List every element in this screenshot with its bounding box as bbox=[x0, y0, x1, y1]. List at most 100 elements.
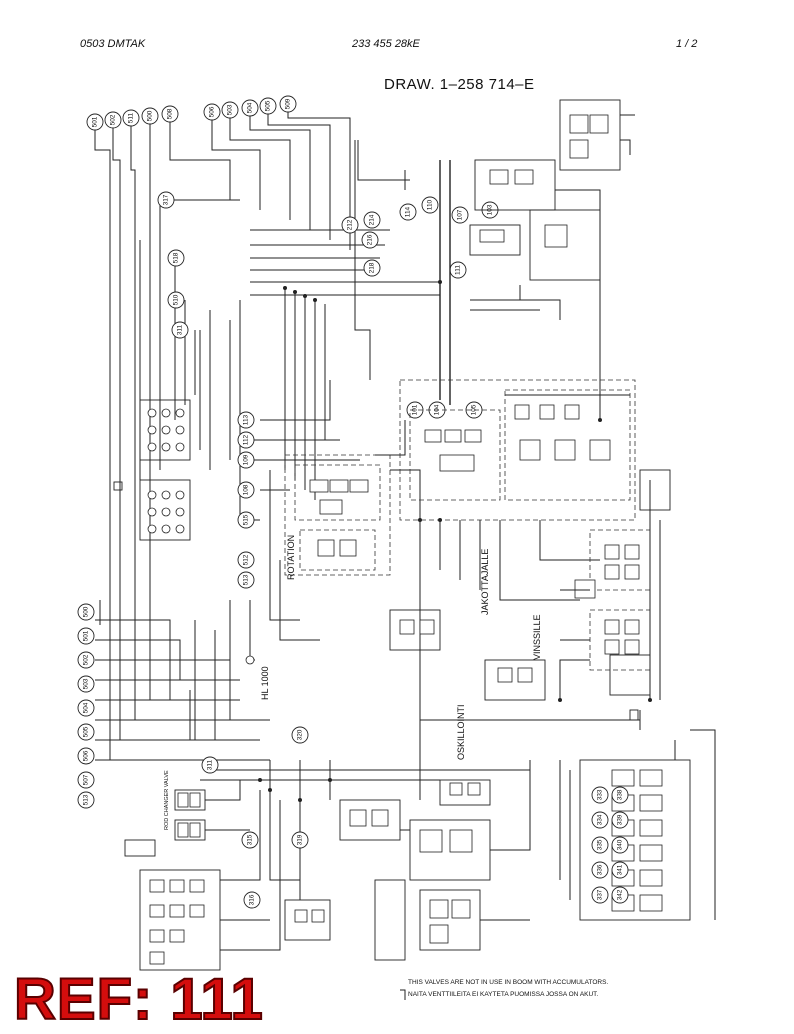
rotation-valve-group bbox=[284, 420, 421, 800]
callout-number: 510 bbox=[173, 294, 180, 305]
callout-number: 513 bbox=[83, 794, 90, 805]
callout-bubble: 504 bbox=[77, 699, 95, 717]
callout-bubble: 503 bbox=[221, 101, 239, 119]
callout-bubble: 212 bbox=[341, 216, 359, 234]
note-valves-en: THIS VALVES ARE NOT IN USE IN BOOM WITH … bbox=[408, 979, 608, 986]
callout-bubble: 501 bbox=[86, 113, 104, 131]
callout-number: 505 bbox=[83, 726, 90, 737]
right-upper-valve-block bbox=[439, 99, 635, 420]
lower-middle-group bbox=[200, 760, 531, 961]
callout-bubble: 508 bbox=[161, 105, 179, 123]
drawing-title: DRAW. 1–258 714–E bbox=[384, 76, 535, 93]
header-document-number: 233 455 28kE bbox=[352, 38, 420, 50]
callout-number: 341 bbox=[617, 864, 624, 875]
callout-bubble: 334 bbox=[591, 811, 609, 829]
callout-bubble: 510 bbox=[167, 291, 185, 309]
callout-number: 216 bbox=[367, 234, 374, 245]
callout-number: 337 bbox=[597, 889, 604, 900]
callout-number: 508 bbox=[167, 108, 174, 119]
lower-right-valve-stack bbox=[559, 729, 716, 921]
callout-bubble: 513 bbox=[237, 571, 255, 589]
hl1000-block bbox=[179, 600, 270, 741]
callout-number: 336 bbox=[597, 864, 604, 875]
callout-number: 509 bbox=[285, 98, 292, 109]
callout-bubble: 503 bbox=[77, 675, 95, 693]
callout-bubble: 501 bbox=[77, 627, 95, 645]
header-left: 0503 DMTAK bbox=[80, 38, 146, 50]
callout-bubble: 340 bbox=[611, 836, 629, 854]
callout-number: 502 bbox=[110, 114, 117, 125]
callout-number: 311 bbox=[207, 759, 214, 770]
callout-bubble: 108 bbox=[237, 481, 255, 499]
note-valves-fi: NAITA VENTTIILEITA EI KAYTETA PUOMISSA J… bbox=[408, 991, 598, 998]
callout-number: 339 bbox=[617, 814, 624, 825]
connector-lower bbox=[113, 479, 191, 541]
callout-bubble: 111 bbox=[449, 261, 467, 279]
callout-number: 317 bbox=[163, 194, 170, 205]
callout-bubble: 505 bbox=[77, 723, 95, 741]
callout-bubble: 214 bbox=[363, 211, 381, 229]
label-rotation: ROTATION bbox=[286, 535, 296, 580]
callout-bubble: 311 bbox=[201, 756, 219, 774]
callout-bubble: 114 bbox=[399, 203, 417, 221]
callout-bubble: 333 bbox=[591, 786, 609, 804]
label-hl1000: HL 1000 bbox=[260, 666, 270, 700]
callout-bubble: 518 bbox=[167, 249, 185, 267]
callout-number: 504 bbox=[247, 102, 254, 113]
callout-bubble: 502 bbox=[77, 651, 95, 669]
callout-bubble: 112 bbox=[237, 431, 255, 449]
callout-number: 518 bbox=[173, 252, 180, 263]
left-line-bundle bbox=[95, 199, 270, 761]
callout-number: 500 bbox=[147, 110, 154, 121]
callout-bubble: 320 bbox=[291, 726, 309, 744]
callout-number: 340 bbox=[617, 839, 624, 850]
callout-number: 110 bbox=[427, 199, 434, 210]
callout-number: 503 bbox=[227, 104, 234, 115]
callout-bubble: 110 bbox=[421, 196, 439, 214]
callout-bubble: 342 bbox=[611, 886, 629, 904]
callout-bubble: 316 bbox=[243, 891, 261, 909]
label-oskillointi: OSKILLOINTI bbox=[456, 704, 466, 760]
callout-bubble: 337 bbox=[591, 886, 609, 904]
callout-bubble: 506 bbox=[203, 103, 221, 121]
callout-number: 311 bbox=[177, 324, 184, 335]
right-winch-valves bbox=[389, 469, 671, 730]
callout-number: 214 bbox=[369, 214, 376, 225]
callout-number: 108 bbox=[243, 484, 250, 495]
callout-bubble: 515 bbox=[237, 511, 255, 529]
callout-number: 504 bbox=[83, 702, 90, 713]
callout-number: 513 bbox=[243, 574, 250, 585]
callout-number: 506 bbox=[83, 750, 90, 761]
label-jakottajalle: JAKOTTAJALLE bbox=[480, 549, 490, 615]
bottom-note: THIS VALVES ARE NOT IN USE IN BOOM WITH … bbox=[400, 979, 608, 1000]
callout-number: 111 bbox=[455, 265, 462, 275]
callout-number: 218 bbox=[369, 262, 376, 273]
callout-bubble: 511 bbox=[122, 109, 140, 127]
callout-bubble: 512 bbox=[237, 551, 255, 569]
callout-number: 335 bbox=[597, 839, 604, 850]
callout-bubble: 513 bbox=[77, 791, 95, 809]
callout-number: 502 bbox=[83, 654, 90, 665]
reference-label: REF: 111 bbox=[13, 966, 264, 1033]
central-bubbles: 512 513 515 317 510 518 311 212 214 216 218 114 110 1… bbox=[157, 191, 499, 589]
callout-bubble: 113 bbox=[237, 411, 255, 429]
callout-bubble: 506 bbox=[77, 747, 95, 765]
callout-number: 334 bbox=[597, 814, 604, 825]
label-rod-changer: ROD CHANGER VALVE bbox=[164, 770, 170, 830]
callout-bubble: 502 bbox=[104, 111, 122, 129]
callout-number: 515 bbox=[243, 514, 250, 525]
label-vinssille: VINSSILLE bbox=[532, 614, 542, 660]
callout-bubble: 339 bbox=[611, 811, 629, 829]
callout-number: 114 bbox=[405, 206, 412, 217]
callout-bubble: 509 bbox=[279, 95, 297, 113]
central-valve-manifold bbox=[399, 379, 636, 601]
callout-bubble: 218 bbox=[363, 259, 381, 277]
callout-bubble: 500 bbox=[77, 603, 95, 621]
junction-dots bbox=[258, 280, 652, 802]
rod-changer-valves bbox=[124, 780, 281, 971]
callout-bubble: 107 bbox=[451, 206, 469, 224]
callout-bubble: 336 bbox=[591, 861, 609, 879]
